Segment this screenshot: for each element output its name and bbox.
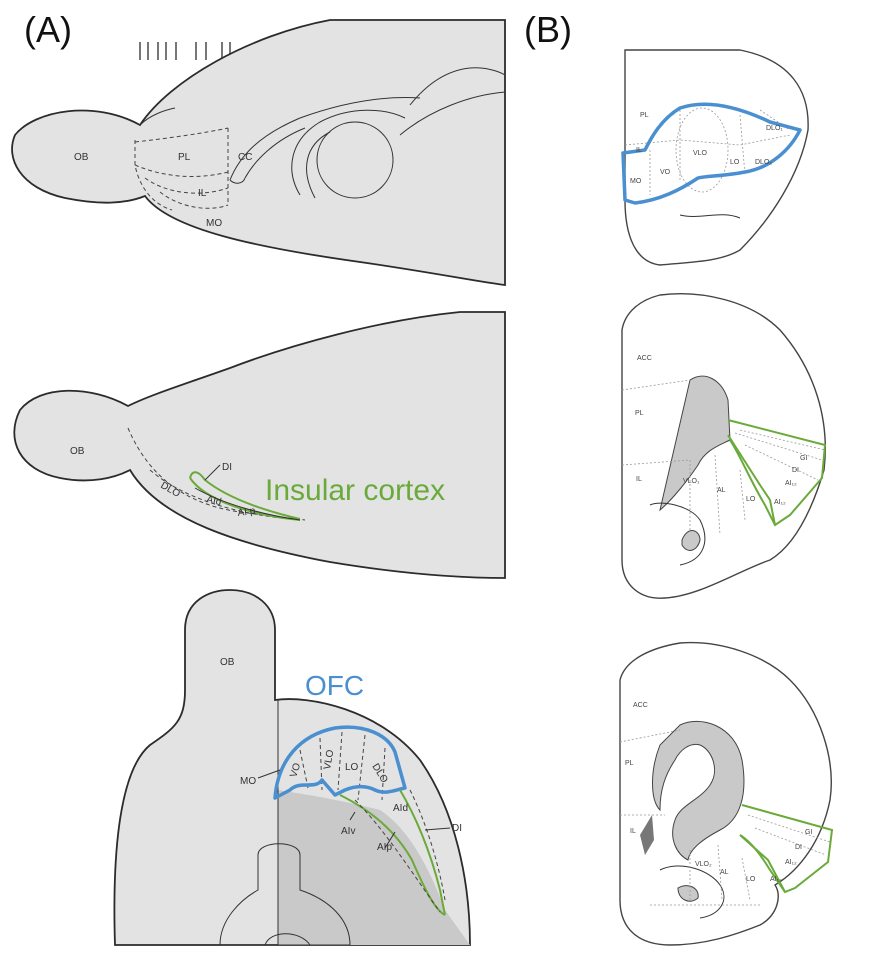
label-ob-1: OB xyxy=(74,152,89,163)
label-gi-c3: GI xyxy=(805,829,812,836)
label-mo-1: MO xyxy=(206,218,222,229)
label-di-3: DI xyxy=(452,823,462,834)
label-lo-c2: LO xyxy=(746,496,756,503)
label-dlo2-c1: DLO₂ xyxy=(755,159,772,166)
label-di-c3: DI xyxy=(795,844,802,851)
panel-label-a: (A) xyxy=(24,9,72,50)
label-vlo-c2: VLO₁ xyxy=(683,478,700,485)
coronal-section-3: ACC PL IL VLO₂ AL LO GI DI AI₁₂ AI₁₂ xyxy=(620,643,832,945)
label-ob-3: OB xyxy=(220,657,235,668)
insular-cortex-label: Insular cortex xyxy=(265,474,445,507)
coronal-outline-2 xyxy=(622,294,825,598)
label-aid-c2: AI₁₂ xyxy=(785,480,797,487)
scale-bar-ticks xyxy=(140,42,230,60)
sagittal-view-2: DI OB DLO AId AI p Insular cortex xyxy=(14,312,505,578)
label-di-2: DI xyxy=(222,462,232,473)
label-aiv-3: AIv xyxy=(341,826,355,837)
panel-label-b: (B) xyxy=(524,9,572,50)
label-dlo1-c1: DLO₁ xyxy=(766,125,783,132)
label-acc-c2: ACC xyxy=(637,355,652,362)
label-aiv-c3: AI₁₂ xyxy=(770,876,782,883)
horizontal-view: OB OFC MO VO VLO LO DLO AId AIv AIp DI xyxy=(114,590,470,945)
label-aid-3: AId xyxy=(393,803,408,814)
label-vo-c1: VO xyxy=(660,169,671,176)
label-al-c2: AL xyxy=(717,487,726,494)
label-pl: PL xyxy=(178,152,191,163)
label-lo-3: LO xyxy=(345,762,359,773)
label-il-c3: IL xyxy=(630,828,636,835)
label-gi-c2: GI xyxy=(800,455,807,462)
label-di-c2: DI xyxy=(792,467,799,474)
coronal-section-2: ACC PL IL VLO₁ AL LO GI DI AI₁₂ AI₁₂ xyxy=(622,294,825,598)
label-il: IL xyxy=(198,188,207,199)
label-al-c3: AL xyxy=(720,869,729,876)
label-lo-c3: LO xyxy=(746,876,756,883)
coronal-outline-1 xyxy=(625,50,808,265)
label-vlo-c3: VLO₂ xyxy=(695,861,712,868)
label-acc-c3: ACC xyxy=(633,702,648,709)
label-pl-c2: PL xyxy=(635,410,644,417)
label-il-c2: IL xyxy=(636,476,642,483)
brain-outline-2 xyxy=(14,312,505,578)
label-mo-3: MO xyxy=(240,776,256,787)
label-aiv-c2: AI₁₂ xyxy=(774,499,786,506)
coronal-section-1: PL IL MO VO VLO LO DLO₁ DLO₂ xyxy=(623,50,808,265)
label-lo-c1: LO xyxy=(730,159,740,166)
sagittal-view-1: OB PL CC IL MO xyxy=(12,20,505,285)
ofc-label: OFC xyxy=(305,670,364,701)
label-cc: CC xyxy=(238,152,252,163)
label-mo-c1: MO xyxy=(630,178,642,185)
label-il-c1: IL xyxy=(636,147,642,154)
label-aip-3: AIp xyxy=(377,842,392,853)
label-pl-c1: PL xyxy=(640,112,649,119)
label-ob-2: OB xyxy=(70,446,85,457)
label-pl-c3: PL xyxy=(625,760,634,767)
label-vlo-c1: VLO xyxy=(693,150,708,157)
label-aid-c3: AI₁₂ xyxy=(785,859,797,866)
